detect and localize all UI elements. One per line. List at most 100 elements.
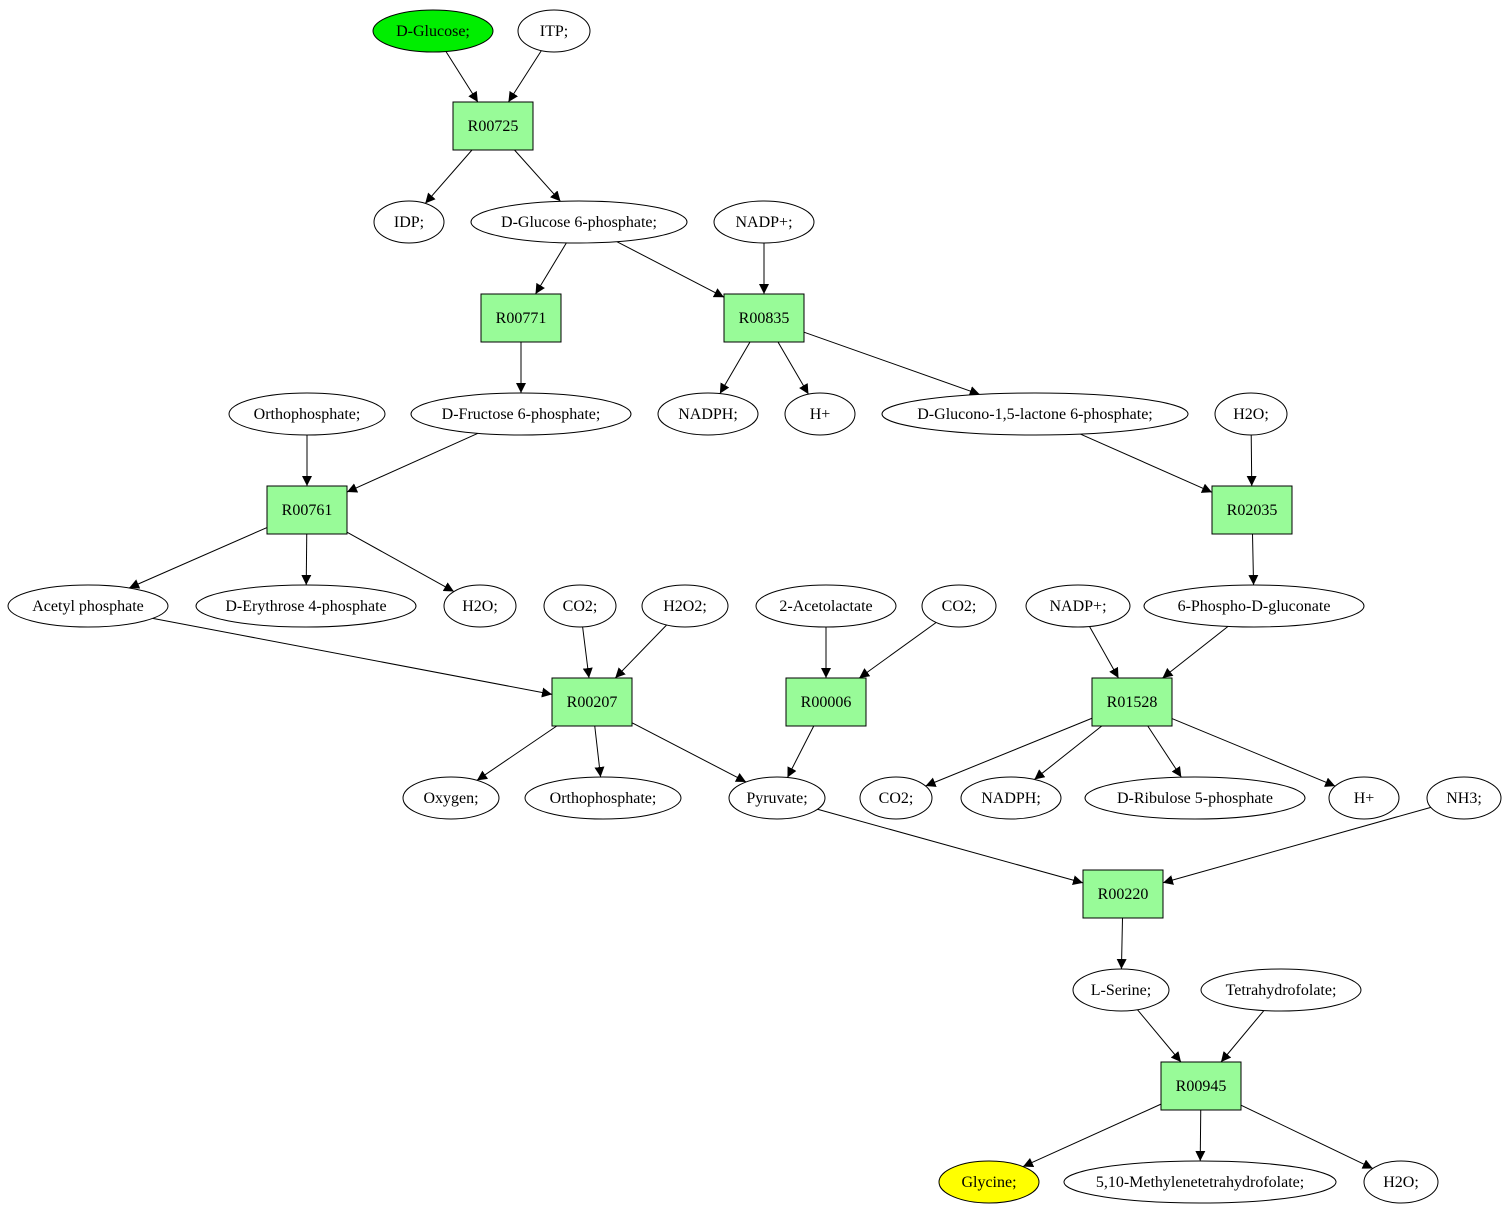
metabolite-label: H+ xyxy=(1354,790,1375,807)
metabolite-shape xyxy=(1025,584,1131,628)
reaction-label: R00207 xyxy=(567,694,618,711)
metabolite-label: D-Ribulose 5-phosphate xyxy=(1117,790,1273,807)
metabolite-label: D-Erythrose 4-phosphate xyxy=(225,598,386,615)
metabolite-label: 6-Phospho-D-gluconate xyxy=(1178,598,1331,615)
edge-r00835-to-nadph xyxy=(719,341,751,394)
metabolite-node-5-10-methylenetetrahydrofolate: 5,10-Methylenetetrahydrofolate; xyxy=(1063,1160,1337,1204)
metabolite-label: Orthophosphate; xyxy=(254,406,361,423)
reaction-node-r00006: R00006 xyxy=(785,677,867,727)
reaction-box xyxy=(723,293,805,343)
edge-pyruvate-to-r00220 xyxy=(817,808,1084,886)
metabolite-shape xyxy=(657,392,759,436)
metabolite-label: Acetyl phosphate xyxy=(32,598,144,615)
metabolite-shape xyxy=(524,776,682,820)
reaction-box xyxy=(1160,1061,1242,1111)
metabolite-label: D-Glucose; xyxy=(396,23,470,40)
edge-r00945-to-h2o xyxy=(1240,1104,1373,1169)
reaction-label: R02035 xyxy=(1227,502,1278,519)
edge-co2-to-r00006 xyxy=(858,622,937,679)
metabolite-shape xyxy=(728,776,826,820)
metabolite-label: Tetrahydrofolate; xyxy=(1226,982,1337,999)
metabolite-shape xyxy=(713,200,815,244)
metabolite-label: H2O2; xyxy=(663,598,707,615)
metabolite-node-co2: CO2; xyxy=(543,584,617,628)
metabolite-shape xyxy=(195,584,417,628)
edge-tetrahydrofolate-to-r00945 xyxy=(1220,1010,1265,1063)
metabolite-label: CO2; xyxy=(563,598,598,615)
reaction-label: R00761 xyxy=(282,502,333,519)
metabolite-shape xyxy=(1063,1160,1337,1204)
metabolite-shape xyxy=(1143,584,1365,628)
metabolite-node-6-phospho-d-gluconate: 6-Phospho-D-gluconate xyxy=(1143,584,1365,628)
metabolite-shape xyxy=(517,9,591,53)
edge-d-fructose-6-phosphate-to-r00761 xyxy=(346,432,479,493)
reaction-label: R00771 xyxy=(496,310,547,327)
metabolite-node-h: H+ xyxy=(1328,776,1400,820)
edge-r00207-to-orthophosphate xyxy=(594,725,605,778)
metabolite-node-h2o2: H2O2; xyxy=(641,584,729,628)
reaction-label: R01528 xyxy=(1107,694,1158,711)
edge-r00006-to-pyruvate xyxy=(787,725,815,778)
metabolite-label: NADP+; xyxy=(735,214,792,231)
metabolite-shape xyxy=(960,776,1062,820)
edge-r00945-to-5-10-methylenetetrahydrofolate xyxy=(1195,1109,1206,1162)
metabolite-label: H+ xyxy=(810,406,831,423)
edge-r00207-to-oxygen xyxy=(476,725,558,781)
metabolite-label: D-Glucose 6-phosphate; xyxy=(501,214,657,231)
metabolite-shape xyxy=(543,584,617,628)
metabolite-node-glycine: Glycine; xyxy=(938,1160,1040,1204)
reaction-label: R00220 xyxy=(1098,886,1149,903)
reaction-node-r00945: R00945 xyxy=(1160,1061,1242,1111)
reaction-node-r00725: R00725 xyxy=(452,101,534,151)
metabolite-node-nadp: NADP+; xyxy=(713,200,815,244)
reaction-label: R00006 xyxy=(801,694,852,711)
metabolite-label: H2O; xyxy=(462,598,498,615)
metabolite-label: 5,10-Methylenetetrahydrofolate; xyxy=(1096,1174,1304,1191)
edge-r02035-to-6-phospho-d-gluconate xyxy=(1248,533,1259,586)
metabolite-label: NADP+; xyxy=(1049,598,1106,615)
edge-r00207-to-pyruvate xyxy=(631,722,747,783)
reaction-box xyxy=(266,485,348,535)
metabolite-shape xyxy=(1363,1160,1439,1204)
edge-h2o-to-r02035 xyxy=(1246,434,1257,487)
reaction-box xyxy=(785,677,867,727)
metabolite-shape xyxy=(373,200,445,244)
edge-r01528-to-co2 xyxy=(925,717,1093,787)
metabolite-node-d-glucose-6-phosphate: D-Glucose 6-phosphate; xyxy=(470,200,688,244)
edge-d-glucose-6-phosphate-to-r00835 xyxy=(616,241,725,298)
metabolite-node-d-fructose-6-phosphate: D-Fructose 6-phosphate; xyxy=(410,392,632,436)
metabolite-label: Oxygen; xyxy=(423,790,478,807)
metabolite-label: IDP; xyxy=(394,214,424,231)
metabolite-node-h2o: H2O; xyxy=(1214,392,1288,436)
reaction-label: R00725 xyxy=(468,118,519,135)
metabolite-shape xyxy=(881,392,1189,436)
edge-r00835-to-d-glucono-1-5-lactone-6-phosphate xyxy=(803,331,980,396)
metabolite-node-orthophosphate: Orthophosphate; xyxy=(524,776,682,820)
metabolite-node-nadp: NADP+; xyxy=(1025,584,1131,628)
metabolite-label: Pyruvate; xyxy=(746,790,807,807)
reaction-node-r00761: R00761 xyxy=(266,485,348,535)
metabolite-node-co2: CO2; xyxy=(921,584,997,628)
metabolite-label: D-Glucono-1,5-lactone 6-phosphate; xyxy=(917,406,1152,423)
metabolite-shape xyxy=(1072,968,1170,1012)
reaction-box xyxy=(452,101,534,151)
metabolite-shape xyxy=(641,584,729,628)
metabolite-shape xyxy=(784,392,856,436)
edge-r01528-to-d-ribulose-5-phosphate xyxy=(1147,725,1182,778)
metabolite-shape xyxy=(372,9,494,53)
edge-r00945-to-glycine xyxy=(1022,1103,1162,1168)
metabolite-shape xyxy=(1426,776,1502,820)
edge-nadp-to-r01528 xyxy=(1089,626,1119,679)
metabolite-label: H2O; xyxy=(1233,406,1269,423)
metabolite-node-nadph: NADPH; xyxy=(960,776,1062,820)
reaction-node-r00771: R00771 xyxy=(480,293,562,343)
metabolite-label: 2-Acetolactate xyxy=(779,598,872,615)
reaction-node-r01528: R01528 xyxy=(1091,677,1173,727)
metabolite-node-itp: ITP; xyxy=(517,9,591,53)
edge-d-glucose-to-r00725 xyxy=(445,51,479,103)
metabolite-node-nh3: NH3; xyxy=(1426,776,1502,820)
metabolite-node-pyruvate: Pyruvate; xyxy=(728,776,826,820)
edge-co2-to-r00207 xyxy=(582,626,593,679)
edge-r00761-to-d-erythrose-4-phosphate xyxy=(301,533,312,586)
